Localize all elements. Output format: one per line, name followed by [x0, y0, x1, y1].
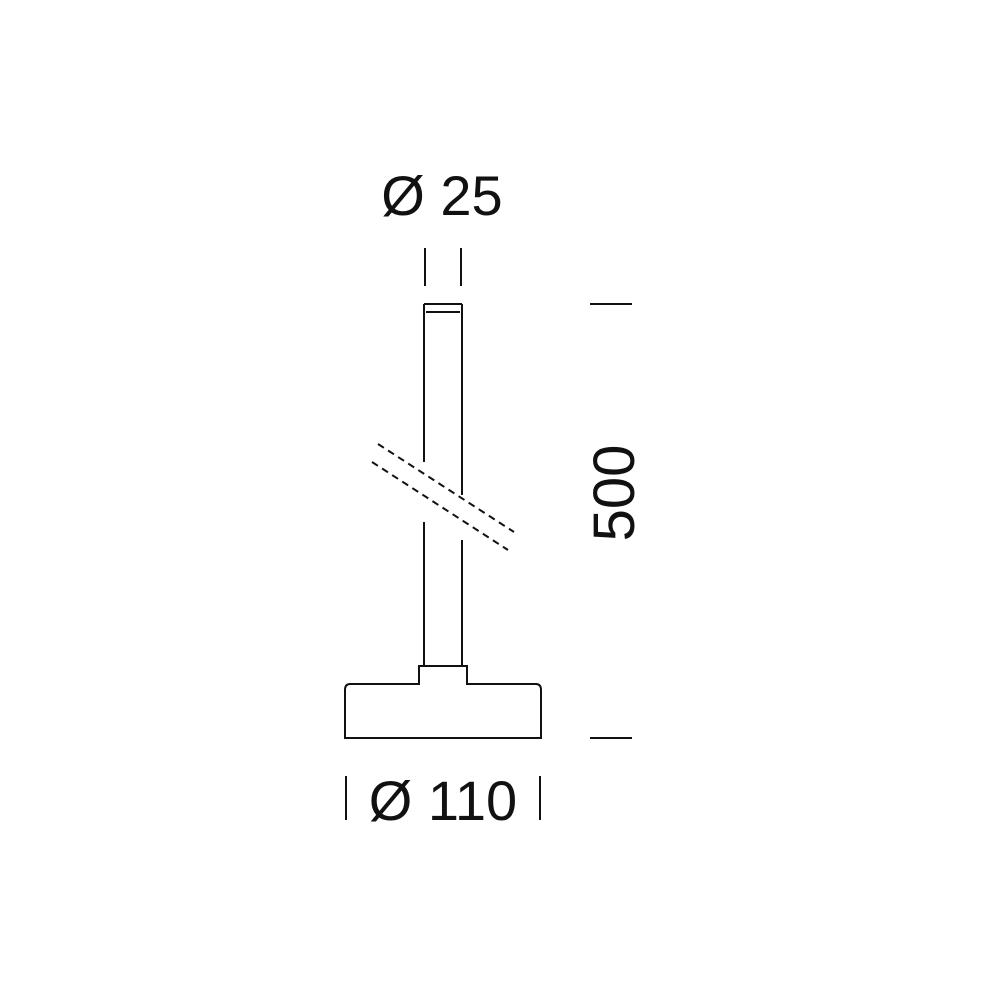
lamp-shaft-lower	[423, 522, 463, 667]
shaft-diameter-label: Ø 25	[381, 164, 502, 227]
height-label: 500	[582, 445, 647, 542]
lamp-base	[344, 665, 542, 739]
base-diameter-label: Ø 110	[369, 769, 517, 832]
lamp-shaft-upper	[423, 303, 463, 495]
shaft-break-symbol	[371, 443, 515, 551]
